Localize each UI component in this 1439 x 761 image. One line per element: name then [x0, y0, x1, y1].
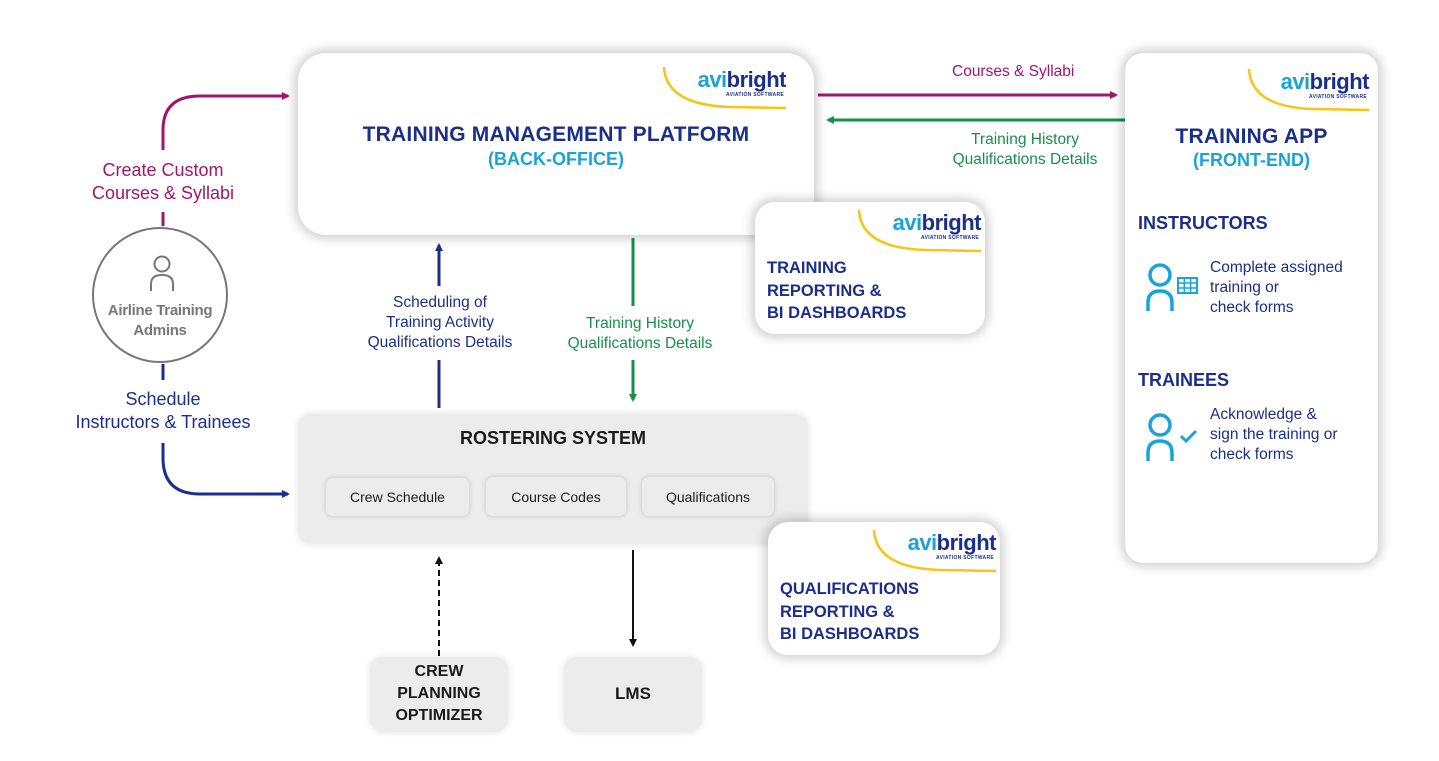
instructors-heading: INSTRUCTORS [1138, 213, 1268, 233]
trainees-description: Acknowledge & sign the training or check… [1210, 406, 1338, 463]
tmp-subtitle: (BACK-OFFICE) [488, 149, 624, 169]
chip-qualifications: Qualifications [642, 477, 774, 516]
admins-label: Airline Training Admins [107, 302, 213, 339]
crew-planning-optimizer-box: CREW PLANNING OPTIMIZER [370, 657, 508, 732]
instructors-description: Complete assigned training or check form… [1210, 259, 1343, 316]
trainees-heading: TRAINEES [1138, 370, 1230, 390]
chip-crew-schedule: Crew Schedule [326, 478, 469, 516]
qualifications-reporting-box: avibright AVIATION SOFTWARE QUALIFICATIO… [768, 522, 1000, 655]
label-create-custom: Create Custom Courses & Syllabi [91, 160, 235, 203]
rostering-title: ROSTERING SYSTEM [459, 428, 647, 448]
label-courses-syllabi: Courses & Syllabi [952, 63, 1075, 80]
training-reporting-box: avibright AVIATION SOFTWARE TRAINING REP… [755, 202, 985, 334]
chip-course-codes: Course Codes [486, 477, 626, 516]
avibright-logo: avibright AVIATION SOFTWARE [855, 208, 985, 256]
tmp-title: TRAINING MANAGEMENT PLATFORM [362, 123, 750, 146]
arrow-schedule [161, 443, 290, 498]
lms-title: LMS [615, 684, 651, 703]
qualifications-reporting-title: QUALIFICATIONS REPORTING & BI DASHBOARDS [780, 580, 920, 643]
training-app-subtitle: (FRONT-END) [1193, 150, 1310, 170]
avibright-logo: avibright AVIATION SOFTWARE [1243, 67, 1373, 115]
label-history-to-tmp: Training History Qualifications Details [952, 131, 1098, 168]
crew-planning-title: CREW PLANNING OPTIMIZER [395, 663, 483, 724]
user-table-icon [1146, 263, 1198, 311]
avibright-logo: avibright AVIATION SOFTWARE [660, 65, 790, 113]
training-reporting-title: TRAINING REPORTING & BI DASHBOARDS [767, 259, 907, 322]
label-history-down: Training History Qualifications Details [567, 315, 713, 352]
arrow-create-courses [161, 92, 290, 150]
avibright-logo: avibright AVIATION SOFTWARE [870, 528, 1000, 576]
training-app-box: avibright AVIATION SOFTWARE TRAINING APP… [1125, 53, 1378, 563]
training-app-title: TRAINING APP [1175, 125, 1328, 148]
training-management-platform-box: avibright AVIATION SOFTWARE TRAINING MAN… [298, 53, 814, 235]
rostering-system-box: ROSTERING SYSTEM Crew Schedule Course Co… [298, 414, 808, 544]
label-schedule: Schedule Instructors & Trainees [75, 389, 251, 432]
airline-training-admins: Airline Training Admins [92, 227, 228, 363]
lms-box: LMS [564, 657, 702, 732]
label-scheduling-up: Scheduling of Training Activity Qualific… [367, 294, 513, 351]
user-check-icon [1146, 413, 1198, 461]
user-icon [150, 255, 174, 291]
